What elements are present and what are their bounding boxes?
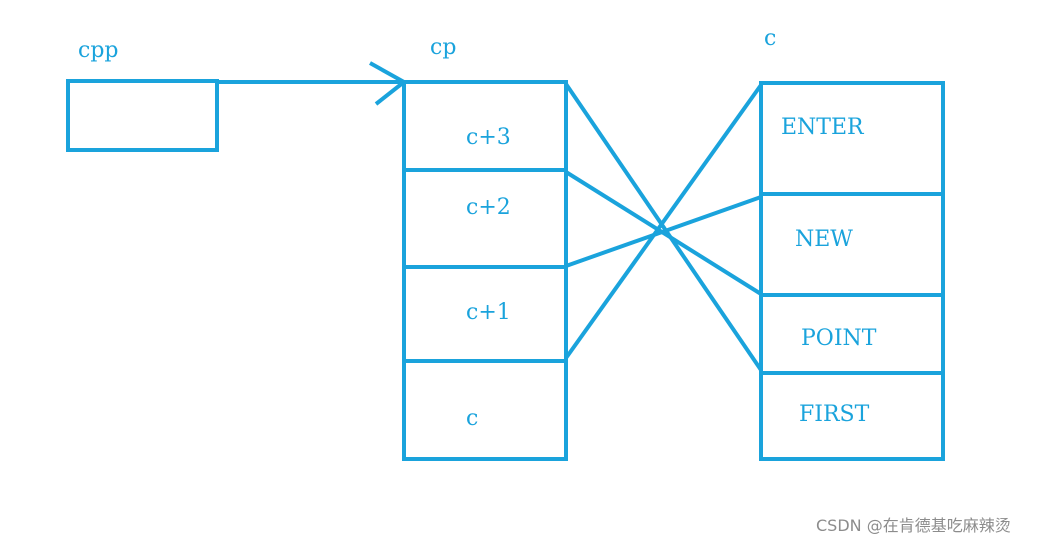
c-cell-label-1: NEW (795, 227, 853, 252)
cpp-box (66, 79, 219, 152)
cp-cell-3 (402, 359, 568, 461)
cp-cell-label-2: c+1 (466, 300, 511, 325)
cp-cell-label-0: c+3 (466, 125, 511, 150)
label-c: c (764, 26, 776, 51)
cp-cell-label-3: c (466, 406, 478, 431)
c-cell-label-3: FIRST (799, 402, 870, 427)
label-cpp: cpp (78, 38, 119, 63)
label-cp: cp (430, 35, 456, 60)
watermark-text: CSDN @在肯德基吃麻辣烫 (816, 516, 1011, 535)
c-cell-3 (759, 371, 945, 461)
pointer-line-c-to-new (565, 195, 762, 268)
pointer-line-c3-to-first (564, 82, 763, 372)
c-cell-label-0: ENTER (781, 115, 865, 140)
pointer-line-c1-to-enter (564, 83, 763, 360)
c-cell-label-2: POINT (801, 326, 877, 351)
cp-cell-label-1: c+2 (466, 195, 511, 220)
